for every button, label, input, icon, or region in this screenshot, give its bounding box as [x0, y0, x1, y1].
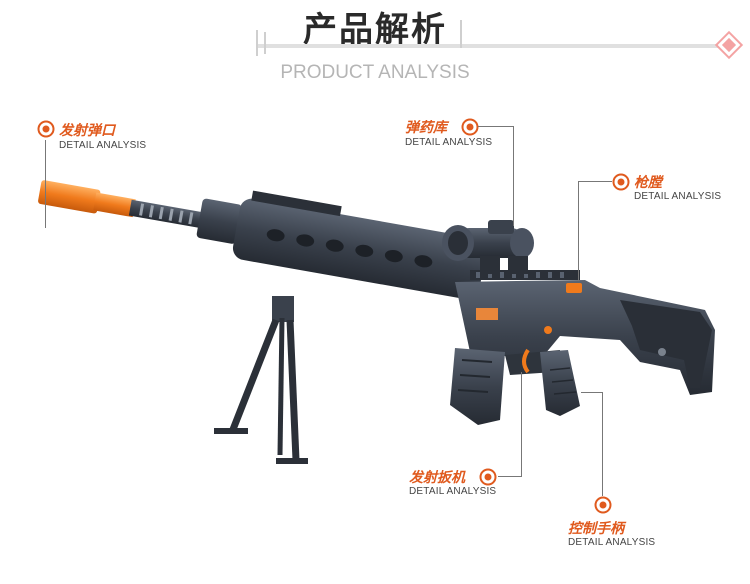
callout-sub: DETAIL ANALYSIS: [405, 137, 493, 148]
target-icon: [479, 468, 497, 486]
callout-label: 控制手柄: [568, 521, 624, 537]
callout-sub: DETAIL ANALYSIS: [409, 486, 497, 497]
header-rule-tick-left-2: [264, 32, 266, 54]
bipod: [214, 296, 308, 464]
target-icon: [37, 120, 55, 138]
target-icon: [461, 118, 479, 136]
scope: [442, 220, 534, 274]
callout-sub: DETAIL ANALYSIS: [568, 537, 656, 548]
leader-line-trigger-v: [521, 372, 522, 477]
target-icon: [612, 173, 630, 191]
leader-line-grip: [581, 392, 603, 393]
leader-line-magazine-v: [513, 126, 514, 226]
callout-label: 枪膛: [634, 175, 662, 191]
callout-label: 弹药库: [405, 120, 447, 136]
header-rule-tick-left: [256, 30, 258, 56]
callout-sub: DETAIL ANALYSIS: [634, 191, 722, 202]
leader-line-chamber-v: [578, 181, 579, 281]
header-rule: [258, 44, 718, 48]
diamond-icon: [714, 30, 744, 60]
page-subtitle: PRODUCT ANALYSIS: [280, 62, 470, 83]
barrel: [38, 180, 487, 300]
callout-sub: DETAIL ANALYSIS: [59, 140, 147, 151]
leader-line-grip-v: [602, 392, 603, 496]
page-title: 产品解析: [303, 10, 447, 50]
leader-line-magazine: [478, 126, 514, 127]
leader-line-chamber: [578, 181, 612, 182]
callout-label: 发射弹口: [59, 123, 115, 139]
leader-line-trigger: [498, 476, 522, 477]
target-icon: [594, 496, 612, 514]
callout-label: 发射扳机: [409, 470, 465, 486]
header-rule-tick-right: [460, 20, 462, 48]
leader-line-muzzle: [45, 140, 46, 228]
